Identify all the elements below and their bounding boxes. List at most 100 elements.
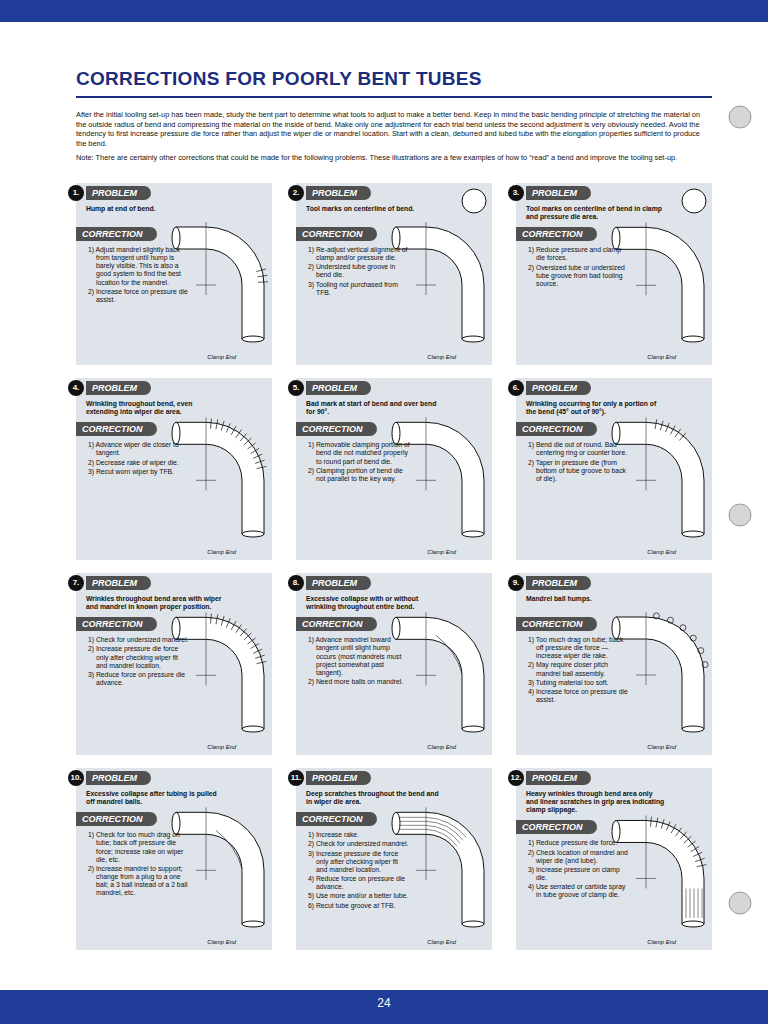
page-number: 24 [0, 996, 768, 1010]
problem-text: Tool marks on centerline of bend. [306, 205, 446, 213]
correction-list: 1) Bend die out of round. Bad centering … [528, 441, 630, 484]
clamp-end-label: Clamp End [427, 354, 456, 360]
correction-item: 3) Increase pressure die force only afte… [308, 850, 410, 874]
clamp-end-label: Clamp End [427, 744, 456, 750]
problem-text: Hump at end of bend. [86, 205, 226, 213]
problem-tab: PROBLEM [526, 576, 591, 590]
callout-number: 9. [508, 575, 524, 591]
callout-number: 5. [288, 380, 304, 396]
correction-tab: CORRECTION [296, 617, 377, 631]
clamp-end-label: Clamp End [207, 939, 236, 945]
callout-number: 7. [68, 575, 84, 591]
problem-tab: PROBLEM [306, 381, 371, 395]
correction-item: 6) Recut tube groove at TFB. [308, 902, 410, 910]
correction-item: 1) Advance wiper die closer to tangent. [88, 441, 190, 457]
note-paragraph: Note: There are certainly other correcti… [76, 153, 712, 163]
correction-tab: CORRECTION [516, 617, 597, 631]
clamp-end-label: Clamp End [647, 939, 676, 945]
correction-item: 2) Decrease rake of wiper die. [88, 459, 190, 467]
correction-list: 1) Removable clamping portion of bend di… [308, 441, 410, 484]
correction-item: 2) Taper in pressure die (from bottom of… [528, 459, 630, 483]
correction-tab: CORRECTION [296, 422, 377, 436]
correction-item: 4) Increase force on pressure die assist… [528, 688, 630, 704]
problem-tab: PROBLEM [86, 576, 151, 590]
correction-list: 1) Reduce pressure and clamp die forces.… [528, 246, 630, 289]
correction-item: 2) Need more balls on mandrel. [308, 678, 410, 686]
correction-tab: CORRECTION [76, 422, 157, 436]
correction-item: 1) Increase rake. [308, 831, 410, 839]
correction-item: 3) Tubing material too soft. [528, 679, 630, 687]
correction-tab: CORRECTION [76, 812, 157, 826]
correction-item: 2) Undersized tube groove in bend die. [308, 263, 410, 279]
problem-panel: 4.PROBLEMWrinkling throughout bend, even… [76, 378, 272, 560]
problem-tab: PROBLEM [306, 771, 371, 785]
correction-list: 1) Too much drag on tube; back off press… [528, 636, 630, 705]
correction-item: 1) Too much drag on tube; back off press… [528, 636, 630, 660]
clamp-end-label: Clamp End [207, 354, 236, 360]
clamp-end-label: Clamp End [427, 549, 456, 555]
correction-item: 1) Check for too much drag on tube; back… [88, 831, 190, 864]
correction-item: 1) Bend die out of round. Bad centering … [528, 441, 630, 457]
problem-tab: PROBLEM [86, 381, 151, 395]
correction-tab: CORRECTION [76, 617, 157, 631]
problem-text: Heavy wrinkles through bend area only an… [526, 790, 666, 814]
clamp-end-label: Clamp End [647, 744, 676, 750]
problem-tab: PROBLEM [526, 771, 591, 785]
problem-text: Bad mark at start of bend and over bend … [306, 400, 446, 416]
correction-list: 1) Advance mandrel toward tangent until … [308, 636, 410, 687]
correction-tab: CORRECTION [76, 227, 157, 241]
problem-text: Wrinkles throughout bend area with wiper… [86, 595, 226, 611]
problem-panel: 6.PROBLEMWrinkling occurring for only a … [516, 378, 712, 560]
correction-list: 1) Check for undersized mandrel.2) Incre… [88, 636, 190, 688]
correction-item: 2) Increase pressure die force only afte… [88, 645, 190, 669]
problem-tab: PROBLEM [86, 186, 151, 200]
correction-item: 4) Reduce force on pressure die advance. [308, 875, 410, 891]
correction-item: 2) Oversized tube or undersized tube gro… [528, 264, 630, 288]
problem-panel: 12.PROBLEMHeavy wrinkles through bend ar… [516, 768, 712, 950]
problem-panel: 3.PROBLEMTool marks on centerline of ben… [516, 183, 712, 365]
callout-number: 4. [68, 380, 84, 396]
correction-item: 5) Use more and/or a better lube. [308, 892, 410, 900]
callout-number: 8. [288, 575, 304, 591]
correction-item: 1) Removable clamping portion of bend di… [308, 441, 410, 465]
problem-tab: PROBLEM [526, 186, 591, 200]
problem-panel: 11.PROBLEMDeep scratches throughout the … [296, 768, 492, 950]
correction-item: 1) Reduce pressure and clamp die forces. [528, 246, 630, 262]
problem-panel: 1.PROBLEMHump at end of bend.CORRECTION1… [76, 183, 272, 365]
correction-item: 1) Advance mandrel toward tangent until … [308, 636, 410, 677]
correction-list: 1) Reduce pressure die force. 2) Check lo… [528, 839, 630, 900]
callout-number: 12. [508, 770, 524, 786]
correction-item: 1) Adjust mandrel slightly back from tan… [88, 246, 190, 287]
problem-panel: 10.PROBLEMExcessive collapse after tubin… [76, 768, 272, 950]
problem-text: Deep scratches throughout the bend and i… [306, 790, 446, 806]
callout-number: 1. [68, 185, 84, 201]
problem-text: Excessive collapse with or without wrink… [306, 595, 446, 611]
correction-item: 1) Reduce pressure die force. [528, 839, 630, 847]
problem-text: Tool marks on centerline of bend in clam… [526, 205, 666, 221]
correction-item: 3) Reduce force on pressure die advance. [88, 671, 190, 687]
problem-panel: 2.PROBLEMTool marks on centerline of ben… [296, 183, 492, 365]
correction-item: 2) Increase mandrel to support; change f… [88, 865, 190, 898]
correction-list: 1) Re-adjust vertical alignment of clamp… [308, 246, 410, 298]
problem-panel: 8.PROBLEMExcessive collapse with or with… [296, 573, 492, 755]
correction-item: 3) Increase pressure on clamp die. [528, 866, 630, 882]
correction-item: 2) Check location of mandrel and wiper d… [528, 849, 630, 865]
correction-item: 2) Clamping portion of bend die not para… [308, 467, 410, 483]
problem-tab: PROBLEM [306, 186, 371, 200]
correction-list: 1) Increase rake.2) Check for undersized… [308, 831, 410, 910]
correction-item: 1) Check for undersized mandrel. [88, 636, 190, 644]
correction-list: 1) Advance wiper die closer to tangent. 2… [88, 441, 190, 477]
correction-tab: CORRECTION [296, 227, 377, 241]
correction-item: 4) Use serrated or carbide spray in tube… [528, 883, 630, 899]
problem-text: Excessive collapse after tubing is pulle… [86, 790, 226, 806]
callout-number: 10. [68, 770, 84, 786]
callout-number: 2. [288, 185, 304, 201]
problem-text: Wrinkling throughout bend, even extendin… [86, 400, 226, 416]
correction-item: 1) Re-adjust vertical alignment of clamp… [308, 246, 410, 262]
correction-item: 3) Recut worn wiper by TFB. [88, 468, 190, 476]
clamp-end-label: Clamp End [207, 549, 236, 555]
intro-paragraph: After the initial tooling set-up has bee… [76, 110, 712, 149]
callout-number: 3. [508, 185, 524, 201]
correction-tab: CORRECTION [516, 227, 597, 241]
